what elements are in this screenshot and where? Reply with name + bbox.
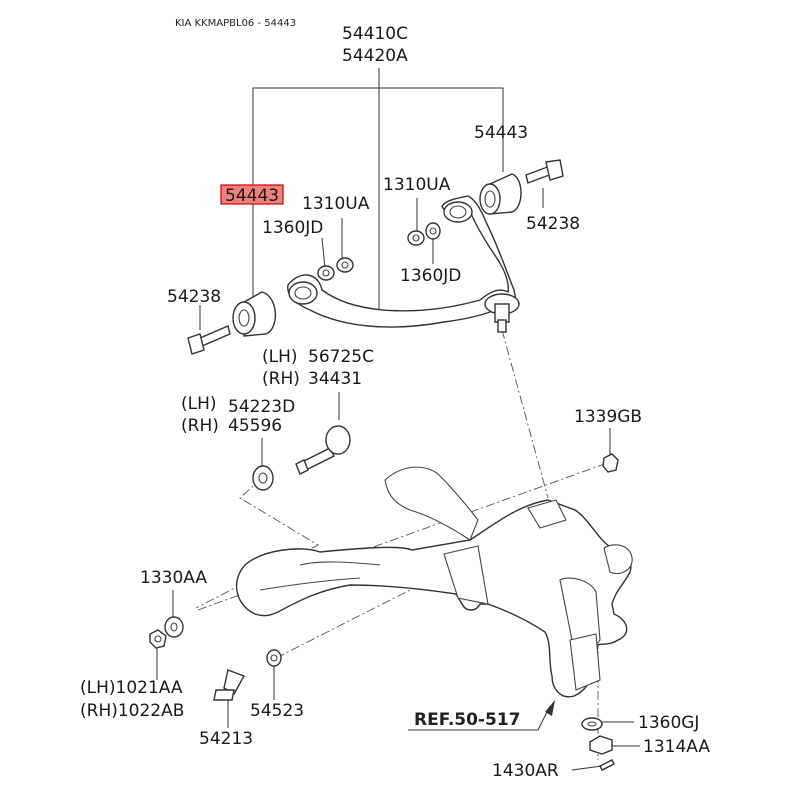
label-cam-bolt-lh: 56725C — [308, 347, 374, 367]
ball-joint-nut — [602, 453, 619, 473]
label-bolt-right: 54238 — [526, 214, 580, 234]
ref-arrow — [408, 700, 555, 731]
label-knuckle-nut: 1314AA — [643, 737, 710, 757]
cam-plate — [252, 465, 274, 491]
label-knuckle-washer: 1360GJ — [638, 713, 699, 733]
label-knuckle-ref: REF.50-517 — [414, 710, 520, 730]
label-washer-front: 54523 — [250, 701, 304, 721]
upper-nuts-washers — [317, 222, 441, 281]
label-cam-plate-lh-side: (LH) — [181, 394, 217, 414]
label-nut-left: 1310UA — [302, 194, 370, 214]
bushing-left — [232, 291, 276, 337]
bolt-left — [187, 325, 231, 355]
label-cam-bolt-rh-side: (RH) — [262, 369, 300, 389]
label-washer-lower: 1330AA — [140, 568, 207, 588]
bolt-right — [525, 159, 564, 184]
header-text: KIA KKMAPBL06 - 54443 — [175, 18, 296, 29]
label-cotter-pin: 1430AR — [492, 761, 559, 781]
label-bolt-lower: 54213 — [199, 729, 253, 749]
label-nut-right: 1310UA — [383, 175, 451, 195]
label-nut-lower-rh: (RH)1022AB — [80, 701, 184, 721]
label-ball-joint-nut: 1339GB — [574, 407, 642, 427]
lower-bolt — [213, 669, 246, 701]
highlight-box — [220, 184, 284, 205]
lower-washer — [164, 616, 184, 638]
label-washer-left: 1360JD — [262, 218, 323, 238]
label-bolt-left: 54238 — [167, 287, 221, 307]
leader-lines — [156, 68, 640, 771]
label-54420a: 54420A — [342, 46, 408, 66]
label-54410c: 54410C — [342, 24, 408, 44]
label-cam-plate-rh: 45596 — [228, 416, 282, 436]
front-washer — [266, 649, 282, 667]
bushing-right — [479, 173, 522, 215]
label-bushing-left: 54443 — [225, 186, 279, 206]
cam-bolt — [295, 425, 351, 475]
label-bushing-right: 54443 — [474, 123, 528, 143]
lower-arm-knuckle — [235, 466, 633, 698]
label-cam-plate-rh-side: (RH) — [181, 416, 219, 436]
label-nut-lower-lh: (LH)1021AA — [80, 678, 183, 698]
upper-control-arm — [287, 195, 520, 333]
label-cam-bolt-rh: 34431 — [308, 369, 362, 389]
lower-nut — [149, 629, 167, 649]
label-cam-bolt-lh-side: (LH) — [262, 347, 298, 367]
label-washer-right: 1360JD — [400, 266, 461, 286]
label-cam-plate-lh: 54223D — [228, 397, 295, 417]
knuckle-hardware — [581, 717, 615, 771]
